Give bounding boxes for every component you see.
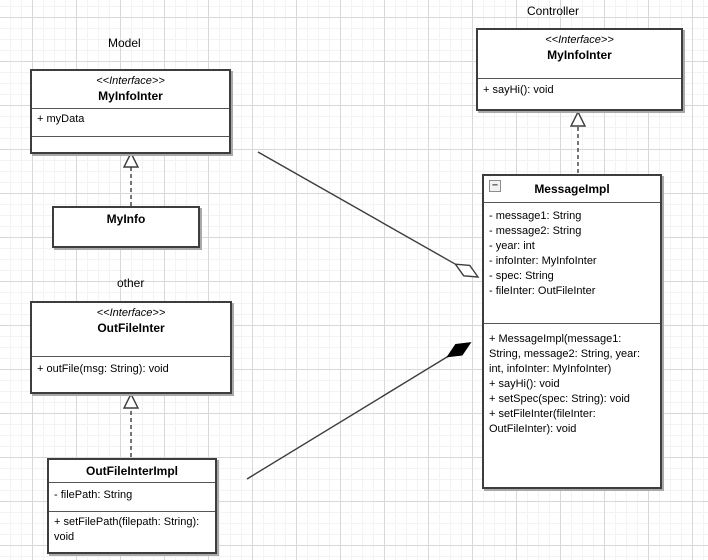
class-box-myinfointer-controller[interactable]: <<Interface>> MyInfoInter + sayHi(): voi… bbox=[476, 28, 683, 111]
stereotype-label: <<Interface>> bbox=[96, 75, 165, 87]
stereotype-label: <<Interface>> bbox=[96, 307, 166, 319]
class-title: MyInfo bbox=[54, 208, 198, 246]
member-line: - filePath: String bbox=[54, 489, 133, 501]
member-line: - message1: String bbox=[489, 210, 582, 222]
hollow-triangle-icon bbox=[122, 151, 140, 168]
class-box-outfileinter[interactable]: <<Interface>> OutFileInter + outFile(msg… bbox=[30, 301, 232, 394]
class-name: OutFileInter bbox=[97, 321, 165, 335]
attributes-compartment: - message1: String - message2: String - ye… bbox=[484, 202, 660, 323]
class-box-myinfo[interactable]: MyInfo bbox=[52, 206, 200, 248]
member-line: - fileInter: OutFileInter bbox=[489, 285, 596, 297]
realization-outfileinterimpl-to-outfileinter[interactable] bbox=[122, 392, 140, 457]
class-title: − MessageImpl bbox=[484, 176, 660, 202]
aggregation-myinfointer-to-messageimpl[interactable] bbox=[257, 151, 480, 278]
package-label-other[interactable]: other bbox=[117, 276, 145, 290]
class-name: MyInfoInter bbox=[547, 48, 612, 62]
realization-myinfo-to-myinfointer[interactable] bbox=[122, 151, 140, 206]
package-label-controller[interactable]: Controller bbox=[527, 4, 580, 18]
attributes-compartment: - filePath: String bbox=[49, 482, 215, 511]
class-title: OutFileInterImpl bbox=[49, 460, 215, 482]
member-line: + outFile(msg: String): void bbox=[37, 363, 169, 375]
hollow-diamond-icon bbox=[453, 263, 480, 278]
member-line: + setFileInter(fileInter: OutFileInter):… bbox=[489, 408, 596, 435]
composition-outfileinterimpl-to-messageimpl[interactable] bbox=[246, 342, 472, 480]
member-line: - message2: String bbox=[489, 225, 582, 237]
attributes-compartment: + myData bbox=[32, 108, 229, 136]
member-line: + setFilePath(filepath: String): void bbox=[54, 516, 200, 543]
hollow-triangle-icon bbox=[569, 110, 587, 127]
member-line: + setSpec(spec: String): void bbox=[489, 393, 630, 405]
class-name: OutFileInterImpl bbox=[85, 464, 178, 478]
class-box-outfileinterimpl[interactable]: OutFileInterImpl - filePath: String + se… bbox=[47, 458, 217, 554]
methods-compartment bbox=[32, 136, 229, 152]
member-line: - infoInter: MyInfoInter bbox=[489, 255, 597, 267]
stereotype-label: <<Interface>> bbox=[545, 34, 614, 46]
methods-compartment: + MessageImpl(message1: String, message2… bbox=[484, 323, 660, 487]
class-title: <<Interface>> OutFileInter bbox=[32, 303, 230, 356]
member-line: - year: int bbox=[489, 240, 535, 252]
class-title: <<Interface>> MyInfoInter bbox=[478, 30, 681, 78]
class-box-myinfointer-model[interactable]: <<Interface>> MyInfoInter + myData bbox=[30, 69, 231, 154]
package-label-model[interactable]: Model bbox=[108, 36, 141, 50]
class-name: MyInfo bbox=[106, 212, 146, 226]
member-line: + myData bbox=[37, 113, 85, 125]
member-line: - spec: String bbox=[489, 270, 554, 282]
class-name: MyInfoInter bbox=[98, 89, 163, 103]
realization-messageimpl-to-myinfointer[interactable] bbox=[569, 110, 587, 173]
class-title: <<Interface>> MyInfoInter bbox=[32, 71, 229, 108]
member-line: + MessageImpl(message1: String, message2… bbox=[489, 333, 641, 375]
hollow-triangle-icon bbox=[122, 392, 140, 409]
methods-compartment: + sayHi(): void bbox=[478, 78, 681, 109]
class-name: MessageImpl bbox=[534, 182, 610, 196]
filled-diamond-icon bbox=[446, 342, 472, 358]
methods-compartment: + outFile(msg: String): void bbox=[32, 356, 230, 392]
member-line: + sayHi(): void bbox=[483, 84, 554, 96]
class-box-messageimpl[interactable]: − MessageImpl - message1: String- messag… bbox=[482, 174, 662, 489]
methods-compartment: + setFilePath(filepath: String): void bbox=[49, 511, 215, 552]
collapse-icon[interactable]: − bbox=[489, 180, 501, 192]
member-line: + sayHi(): void bbox=[489, 378, 560, 390]
